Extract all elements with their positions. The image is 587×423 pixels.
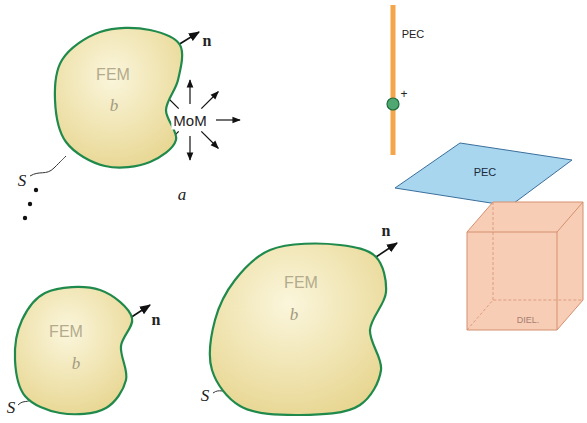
radiation-arrow — [189, 80, 190, 104]
ellipsis-dot — [28, 202, 32, 206]
surface-label: S — [7, 398, 16, 418]
pec-wire — [391, 5, 396, 155]
method-label: MoM — [171, 111, 208, 130]
shape-outline — [50, 26, 187, 172]
region-label: FEM — [284, 274, 318, 292]
radiation-arrow — [189, 136, 190, 160]
radiation-arrow — [201, 131, 218, 148]
shape-outline — [10, 285, 137, 419]
shape-outline — [462, 196, 587, 334]
ellipsis-dot — [34, 188, 38, 192]
region-label: FEM — [96, 66, 130, 84]
plate-label: PEC — [474, 166, 497, 178]
region-symbol: b — [72, 354, 81, 374]
fem-region: FEM b — [10, 285, 137, 419]
leader-line — [30, 156, 66, 176]
surface-label: S — [18, 171, 27, 191]
material-label: DIEL. — [517, 315, 540, 325]
fem-region: FEM b — [50, 26, 187, 172]
region-symbol: b — [290, 305, 299, 325]
dielectric-cube: DIEL. — [462, 196, 587, 334]
region-symbol: a — [178, 185, 187, 205]
radiation-arrow — [201, 92, 218, 109]
pec-plate: PEC — [390, 138, 576, 210]
normal-label: n — [203, 32, 212, 50]
port-polarity: + — [400, 87, 407, 101]
wire-label: PEC — [402, 28, 425, 40]
normal-arrow — [130, 305, 150, 318]
feed-port — [387, 98, 399, 110]
surface-label: S — [201, 386, 210, 406]
region-symbol: b — [110, 96, 119, 116]
normal-arrow — [376, 243, 397, 257]
normal-arrow — [178, 32, 199, 45]
ellipsis-dot — [23, 216, 27, 220]
radiation-arrow — [216, 119, 240, 120]
normal-label: n — [152, 311, 161, 329]
fem-region: FEM b — [205, 240, 391, 420]
normal-label: n — [382, 222, 391, 240]
shape-outline — [205, 240, 391, 420]
region-label: FEM — [49, 323, 83, 341]
